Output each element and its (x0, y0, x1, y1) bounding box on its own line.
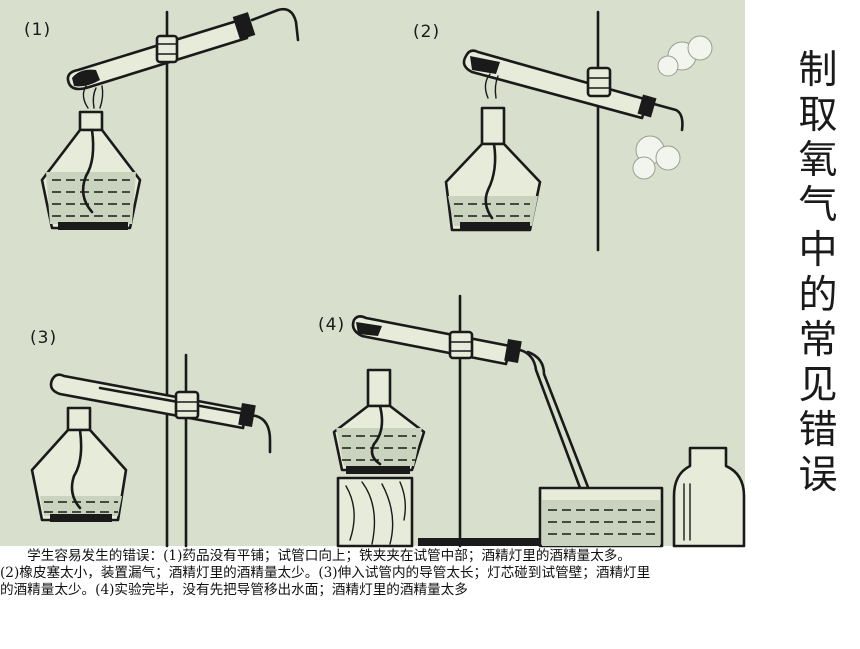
wood-block-4 (336, 476, 414, 548)
title-char: 取 (798, 93, 838, 138)
caption-line-1: 学生容易发生的错误：(1)药品没有平铺；试管口向上；铁夹夹在试管中部；酒精灯里的… (0, 548, 631, 564)
alcohol-lamp-2 (444, 106, 542, 232)
alcohol-lamp-1 (40, 110, 142, 230)
flame-1 (82, 85, 104, 109)
gas-bottle-4 (672, 446, 746, 548)
lamp-base-4 (346, 466, 410, 474)
clamp-2 (586, 66, 612, 98)
figure-3-apparatus (30, 353, 272, 548)
stopper-4 (504, 338, 522, 364)
alcohol-lamp-3 (30, 406, 128, 522)
caption-line-3: 的酒精量太少。(4)实验完毕，没有先把导管移出水面；酒精灯里的酒精量太多 (0, 582, 468, 598)
title-char: 气 (798, 183, 838, 228)
figure-4-apparatus (332, 294, 746, 548)
reagent-4 (356, 322, 382, 336)
title-char: 制 (798, 48, 838, 93)
wick-1 (81, 128, 95, 214)
alcohol-lamp-4 (332, 368, 426, 474)
title-char: 的 (798, 273, 838, 318)
lamp-base-2 (460, 222, 530, 230)
clamp-1 (155, 34, 179, 64)
wick-3 (70, 428, 83, 510)
caption-line-2: (2)橡皮塞太小，装置漏气；酒精灯里的酒精量太少。(3)伸入试管内的导管太长；灯… (0, 565, 651, 581)
delivery-tube-4 (518, 348, 594, 522)
figure-4-label: (4) (318, 315, 346, 335)
stopper-1 (232, 12, 256, 40)
figure-1-apparatus (40, 7, 300, 548)
clamp-4 (448, 330, 474, 360)
title-char: 误 (798, 453, 838, 498)
caption-text: 学生容易发生的错误：(1)药品没有平铺；试管口向上；铁夹夹在试管中部；酒精灯里的… (0, 548, 860, 599)
stand-base-4 (418, 538, 558, 546)
title-char: 见 (798, 363, 838, 408)
wick-2 (484, 142, 497, 220)
wick-4 (370, 404, 384, 466)
delivery-tube-1 (250, 7, 300, 42)
reagent-heap-1 (72, 69, 100, 87)
title-char: 中 (798, 228, 838, 273)
test-tube-2 (462, 49, 650, 120)
figure-2-apparatus (444, 10, 713, 252)
figure-2-label: (2) (413, 22, 441, 42)
figure-3-label: (3) (30, 328, 58, 348)
gas-leak-puffs-2 (632, 35, 713, 180)
water-trough-4 (538, 486, 664, 548)
lamp-base-3 (50, 514, 112, 522)
figure-1-label: (1) (24, 20, 52, 40)
clamp-3 (174, 390, 200, 420)
flame-2 (484, 73, 499, 99)
delivery-tube-3 (98, 386, 272, 454)
stopper-2 (637, 94, 657, 118)
delivery-tube-2 (652, 102, 684, 132)
reagent-2 (470, 56, 500, 74)
title-char: 错 (798, 408, 838, 453)
title-char: 常 (798, 318, 838, 363)
lamp-base-1 (58, 222, 128, 230)
vertical-title: 制取氧气中的常见错误 (790, 48, 846, 498)
title-char: 氧 (798, 138, 838, 183)
